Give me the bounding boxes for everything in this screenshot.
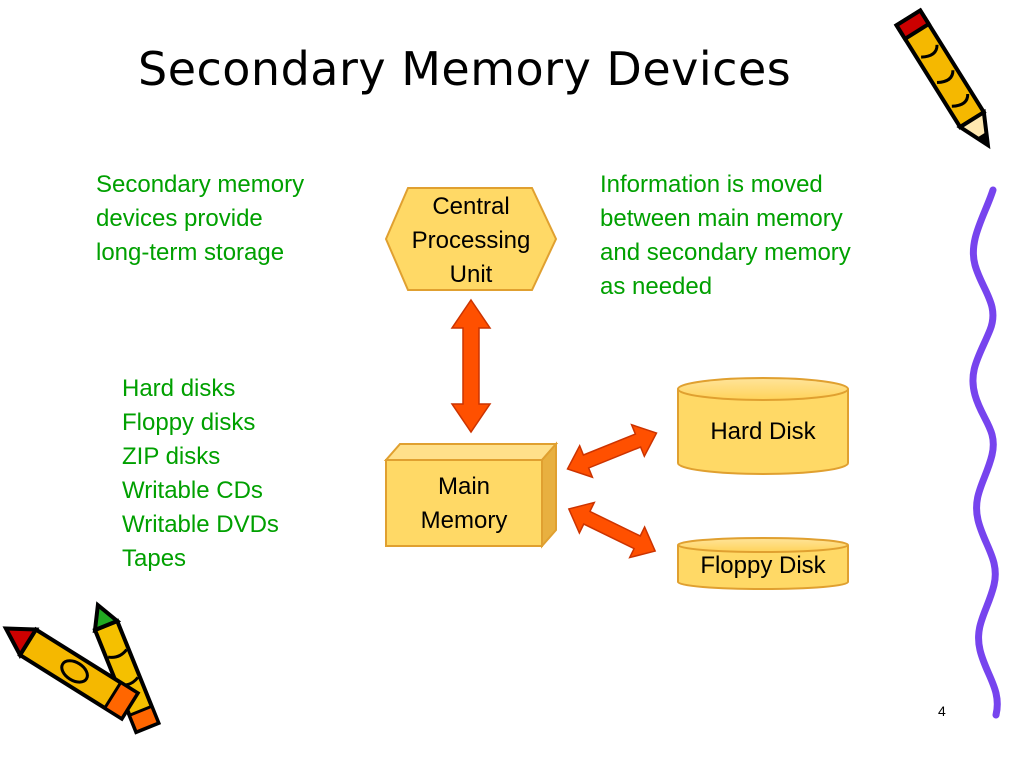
main-memory-label-line: Memory [420, 507, 508, 534]
cpu-label: Central Processing Unit [386, 190, 556, 292]
main-memory-label: Main Memory [386, 470, 542, 538]
memory-floppy-arrow [567, 501, 657, 559]
cpu-memory-arrow [450, 298, 492, 434]
device-list-item: Writable DVDs [122, 511, 279, 538]
floppy-disk-cylinder [677, 537, 849, 590]
device-list-item: Tapes [122, 545, 187, 572]
cpu-hexagon [384, 187, 558, 291]
note-right-line: as needed [600, 273, 713, 300]
pencil-icon [893, 7, 991, 150]
memory-harddisk-arrow [566, 423, 658, 479]
note-information-moved: Information is moved between main memory… [600, 168, 851, 304]
note-left-line: long-term storage [96, 239, 285, 266]
hard-disk-label: Hard Disk [710, 418, 816, 445]
page-number: 4 [938, 703, 946, 719]
floppy-disk-label: Floppy Disk [700, 552, 826, 579]
device-list-item: ZIP disks [122, 443, 221, 470]
cpu-label-line: Processing [411, 227, 531, 254]
note-left-line: devices provide [96, 205, 263, 232]
slide-title: Secondary Memory Devices [138, 42, 792, 96]
note-long-term-storage: Secondary memory devices provide long-te… [96, 168, 304, 270]
note-right-line: and secondary memory [600, 239, 851, 266]
cpu-label-line: Unit [449, 261, 493, 288]
note-right-line: between main memory [600, 205, 843, 232]
note-left-line: Secondary memory [96, 171, 305, 198]
note-right-line: Information is moved [600, 171, 823, 198]
hard-disk-cylinder [677, 377, 849, 475]
crayon-icon [2, 601, 162, 735]
device-list: Hard disks Floppy disks ZIP disks Writab… [122, 372, 279, 576]
device-list-item: Writable CDs [122, 477, 263, 504]
cpu-label-line: Central [432, 193, 510, 220]
main-memory-label-line: Main [437, 473, 491, 500]
device-list-item: Floppy disks [122, 409, 256, 436]
device-list-item: Hard disks [122, 375, 236, 402]
main-memory-box [383, 441, 559, 549]
squiggle-line [969, 186, 1001, 719]
